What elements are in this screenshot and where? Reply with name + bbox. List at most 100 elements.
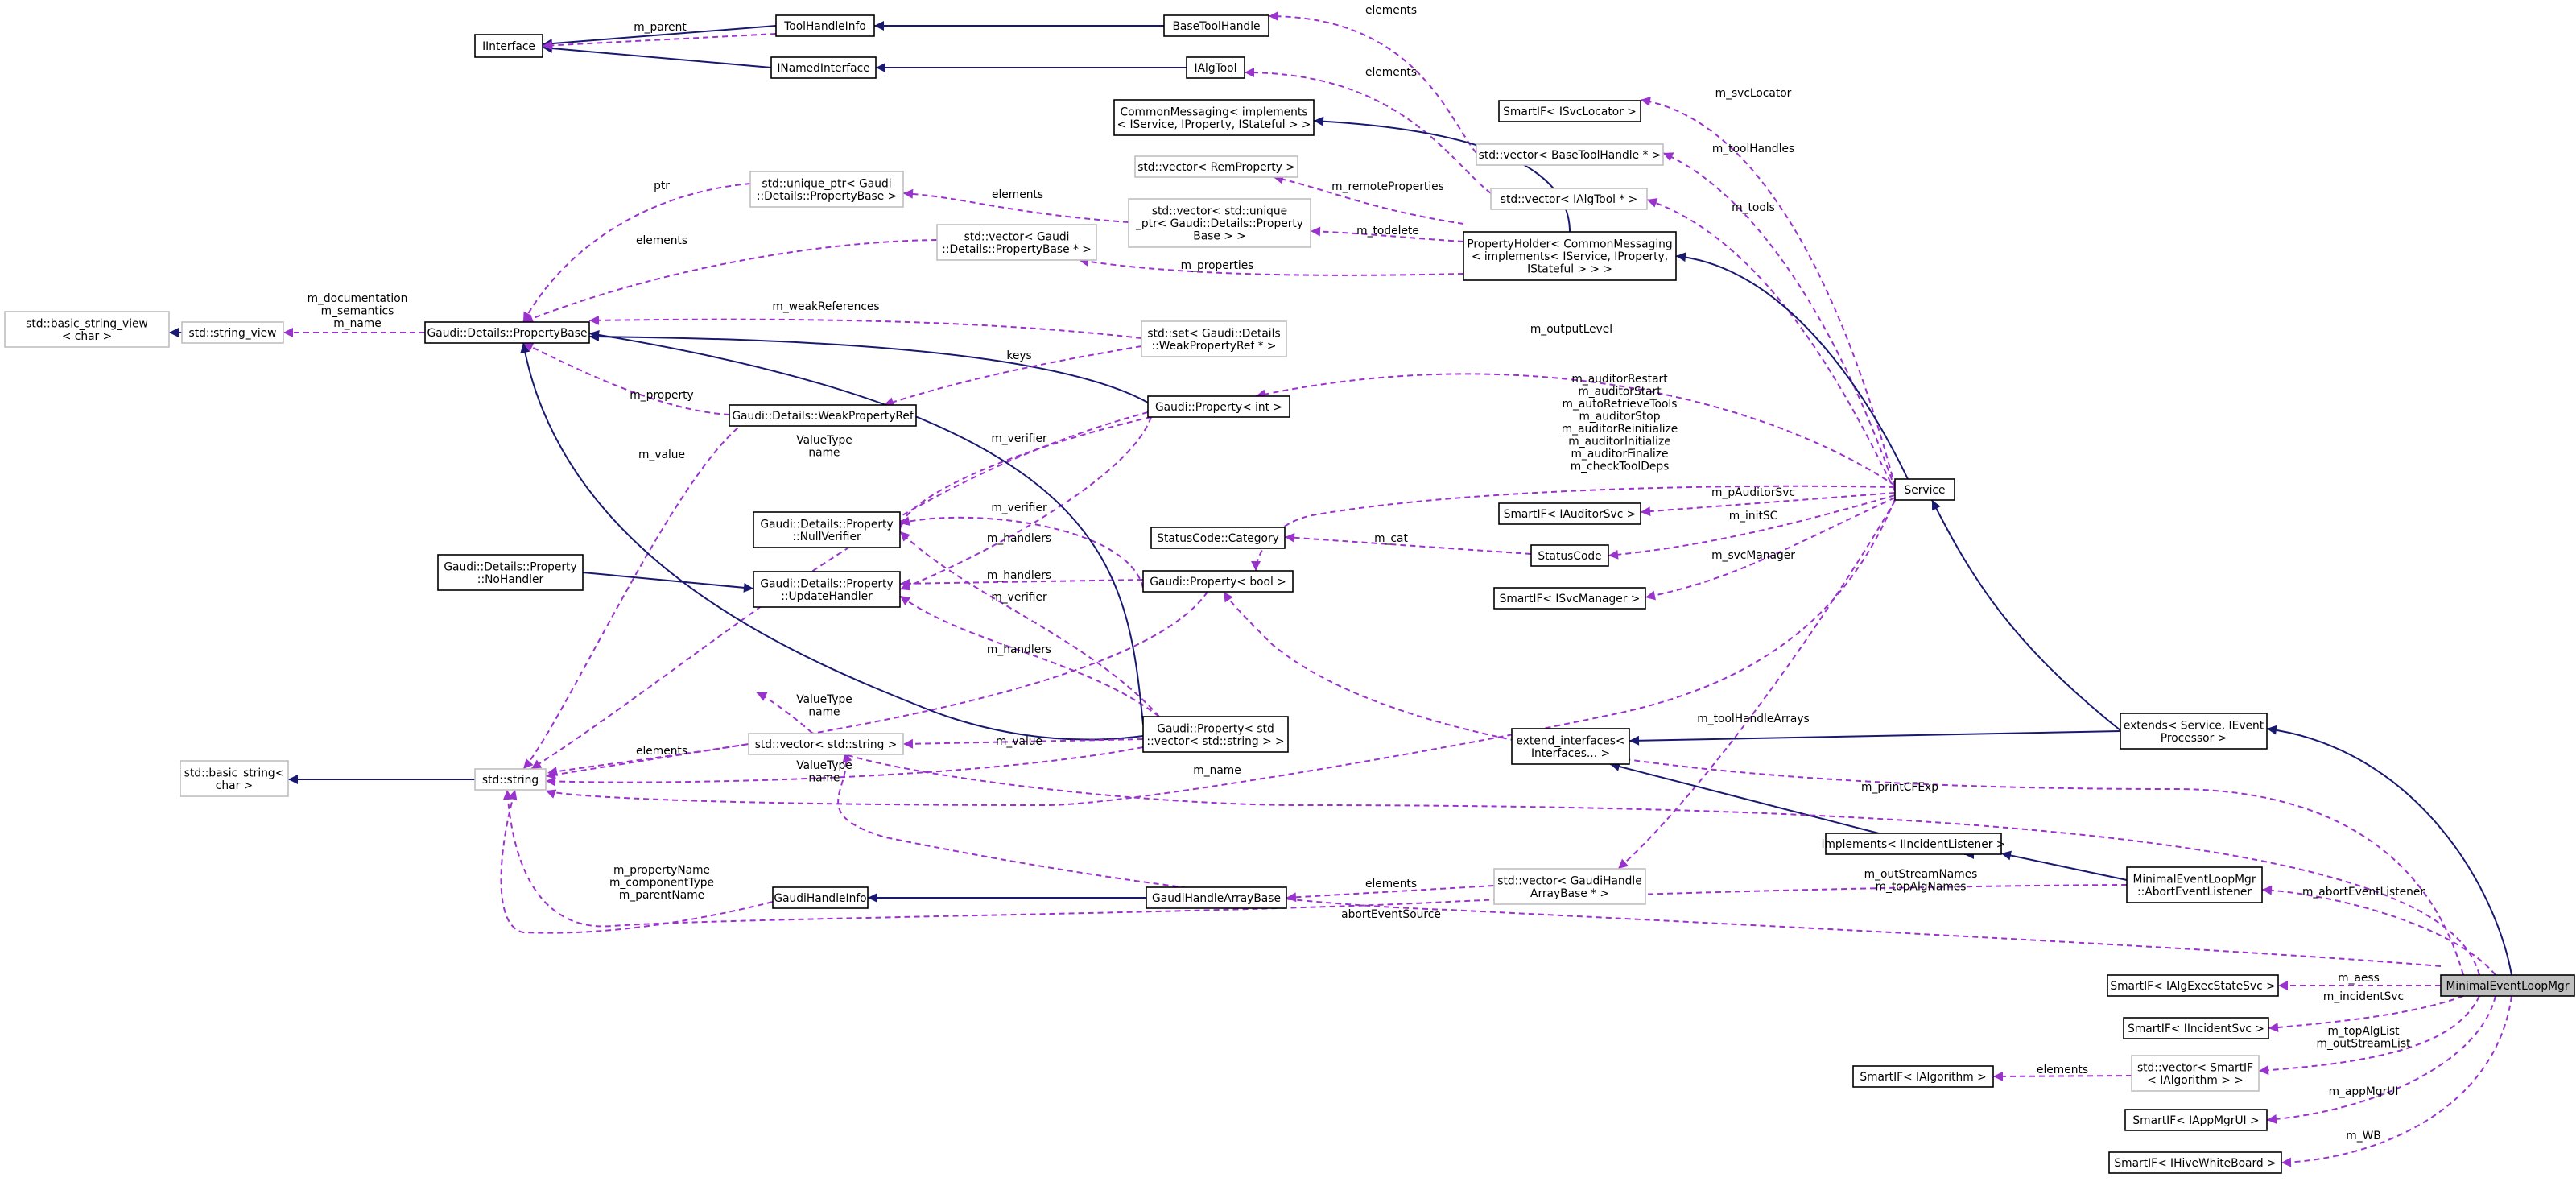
usage-edge-26: [1640, 492, 1896, 517]
class-node-property-int[interactable]: Gaudi::Property< int >: [1147, 395, 1290, 418]
usage-edge-61: [837, 751, 2442, 967]
class-node-label: Gaudi::Details::Property::NoHandler: [444, 560, 576, 586]
class-node-vec-string[interactable]: std::vector< std::string >: [748, 733, 904, 755]
class-node-vec-remproperty[interactable]: std::vector< RemProperty >: [1134, 155, 1298, 178]
class-node-vec-unique-ptr[interactable]: std::vector< std::unique_ptr< Gaudi::Det…: [1128, 198, 1311, 248]
class-node-commonmessaging[interactable]: CommonMessaging< implements< IService, I…: [1113, 99, 1315, 136]
class-node-label: std::string_view: [189, 327, 277, 340]
class-node-basetoolhandle[interactable]: BaseToolHandle: [1163, 14, 1269, 37]
usage-edge-58: [1223, 591, 2464, 976]
usage-edge-27: [1608, 494, 1896, 560]
class-node-label: std::vector< RemProperty >: [1137, 161, 1295, 174]
edge-labels-layer: m_parentelementselementsm_svcLocatorm_to…: [308, 4, 2425, 1143]
inheritance-edge-55: [2266, 725, 2512, 976]
usage-edge-9: [1646, 198, 1896, 492]
class-node-statuscode[interactable]: StatusCode: [1530, 544, 1609, 567]
class-node-implements-iincident[interactable]: implements< IIncidentListener >: [1822, 833, 2006, 855]
class-node-nullverifier[interactable]: Gaudi::Details::Property::NullVerifier: [753, 511, 901, 548]
class-node-service[interactable]: Service: [1894, 478, 1955, 501]
edge-label-m-value-vec: m_value: [996, 735, 1042, 748]
edge-label-elements-ialgtool: elements: [1365, 66, 1417, 79]
class-node-gaudihandleinfo[interactable]: GaudiHandleInfo: [772, 886, 869, 909]
class-node-label: CommonMessaging< implements< IService, I…: [1117, 105, 1311, 131]
class-node-label: Gaudi::Details::WeakPropertyRef: [732, 410, 914, 423]
class-node-label: StatusCode::Category: [1157, 532, 1279, 545]
usage-edge-14: [1078, 256, 1464, 276]
class-node-smartif-isvclocator[interactable]: SmartIF< ISvcLocator >: [1498, 100, 1641, 122]
class-node-smartif-iauditorsvc[interactable]: SmartIF< IAuditorSvc >: [1498, 502, 1641, 525]
usage-edge-13: [1310, 226, 1464, 242]
class-node-smartif-iincidentsvc[interactable]: SmartIF< IIncidentSvc >: [2123, 1017, 2269, 1039]
usage-edge-64: [2258, 995, 2480, 1076]
class-node-propertybase[interactable]: Gaudi::Details::PropertyBase: [424, 321, 590, 344]
class-node-weakpropertyref[interactable]: Gaudi::Details::WeakPropertyRef: [729, 404, 917, 427]
edges-layer: [169, 11, 2512, 1167]
class-node-smartif-ialgexecstatesvc[interactable]: SmartIF< IAlgExecStateSvc >: [2107, 974, 2279, 997]
class-node-basic-string[interactable]: std::basic_string<char >: [180, 760, 289, 797]
class-node-label: Gaudi::Details::Property::NullVerifier: [760, 518, 893, 543]
class-node-label: std::basic_string_view< char >: [26, 317, 148, 343]
class-node-vec-smartif-ialgorithm[interactable]: std::vector< SmartIF< IAlgorithm > >: [2131, 1055, 2260, 1092]
edge-label-m-incidentsvc: m_incidentSvc: [2323, 990, 2404, 1003]
class-node-ialgtool[interactable]: IAlgTool: [1186, 56, 1245, 79]
usage-edge-43: [902, 738, 1144, 749]
class-node-propertyholder[interactable]: PropertyHolder< CommonMessaging< impleme…: [1463, 231, 1677, 281]
class-node-label: SmartIF< IIncidentSvc >: [2128, 1023, 2264, 1035]
inheritance-edge-20: [588, 332, 1149, 403]
class-node-label: ToolHandleInfo: [783, 20, 866, 33]
usage-edge-59: [502, 789, 2128, 928]
class-node-unique-ptr-pb[interactable]: std::unique_ptr< Gaudi::Details::Propert…: [749, 171, 904, 208]
usage-edge-66: [2266, 995, 2496, 1124]
class-node-string-view[interactable]: std::string_view: [181, 321, 284, 344]
usage-edge-16: [522, 183, 751, 323]
class-node-vec-basetoolhandle[interactable]: std::vector< BaseToolHandle * >: [1476, 143, 1664, 166]
class-node-vec-ialgtool[interactable]: std::vector< IAlgTool * >: [1490, 188, 1648, 210]
class-node-label: std::set< Gaudi::Details::WeakPropertyRe…: [1147, 327, 1280, 353]
class-node-iinterface[interactable]: IInterface: [474, 34, 543, 58]
class-node-smartif-ihivewhiteboard[interactable]: SmartIF< IHiveWhiteBoard >: [2108, 1151, 2282, 1174]
inheritance-edge-37: [582, 572, 754, 593]
edge-label-ptr: ptr: [654, 180, 670, 192]
class-node-vec-pb-ptr[interactable]: std::vector< Gaudi::Details::PropertyBas…: [936, 224, 1097, 261]
class-node-label: StatusCode: [1538, 550, 1601, 563]
class-node-property-bool[interactable]: Gaudi::Property< bool >: [1142, 570, 1294, 593]
class-node-basic-string-view[interactable]: std::basic_string_view< char >: [4, 311, 170, 348]
class-node-smartif-ialgorithm[interactable]: SmartIF< IAlgorithm >: [1852, 1065, 1994, 1088]
class-node-statuscode-category[interactable]: StatusCode::Category: [1150, 527, 1286, 549]
class-node-updatehandler[interactable]: Gaudi::Details::Property::UpdateHandler: [753, 571, 901, 608]
class-node-label: implements< IIncidentListener >: [1822, 838, 2006, 851]
usage-edge-36: [899, 516, 1144, 589]
class-node-property-vec-string[interactable]: Gaudi::Property< std::vector< std::strin…: [1142, 716, 1289, 753]
class-node-std-string[interactable]: std::string: [474, 768, 547, 791]
edge-label-m-printcfexp: m_printCFExp: [1861, 781, 1938, 794]
edge-label-m-tools: m_tools: [1732, 201, 1775, 214]
class-node-minimal-event-loop-mgr[interactable]: MinimalEventLoopMgr: [2440, 974, 2575, 997]
class-node-label: std::vector< Gaudi::Details::PropertyBas…: [942, 230, 1092, 256]
class-node-toolhandleinfo[interactable]: ToolHandleInfo: [775, 14, 875, 37]
class-node-label: Gaudi::Details::PropertyBase: [427, 327, 588, 340]
class-node-label: GaudiHandleInfo: [774, 892, 866, 905]
class-node-inamedinterface[interactable]: INamedInterface: [770, 56, 877, 79]
usage-edge-29: [1645, 497, 1896, 601]
class-node-smartif-isvcmanager[interactable]: SmartIF< ISvcManager >: [1493, 587, 1646, 610]
class-node-extend-interfaces[interactable]: extend_interfaces<Interfaces... >: [1511, 728, 1630, 765]
class-node-smartif-iappmgrui[interactable]: SmartIF< IAppMgrUI >: [2124, 1109, 2268, 1131]
class-node-abort-event-listener[interactable]: MinimalEventLoopMgr::AbortEventListener: [2126, 866, 2263, 903]
edge-label-m-initsc: m_initSC: [1729, 510, 1778, 523]
inheritance-edge-51: [1629, 730, 2121, 746]
usage-edge-45: [545, 746, 1144, 787]
class-node-set-weakref[interactable]: std::set< Gaudi::Details::WeakPropertyRe…: [1141, 320, 1287, 357]
usage-edge-33: [522, 416, 754, 770]
inheritance-edge-54: [1931, 499, 2121, 731]
edge-label-m-remoteproperties: m_remoteProperties: [1331, 180, 1444, 193]
class-node-nohandler[interactable]: Gaudi::Details::Property::NoHandler: [437, 554, 584, 591]
class-node-gaudihandlearraybase[interactable]: GaudiHandleArrayBase: [1146, 886, 1287, 909]
